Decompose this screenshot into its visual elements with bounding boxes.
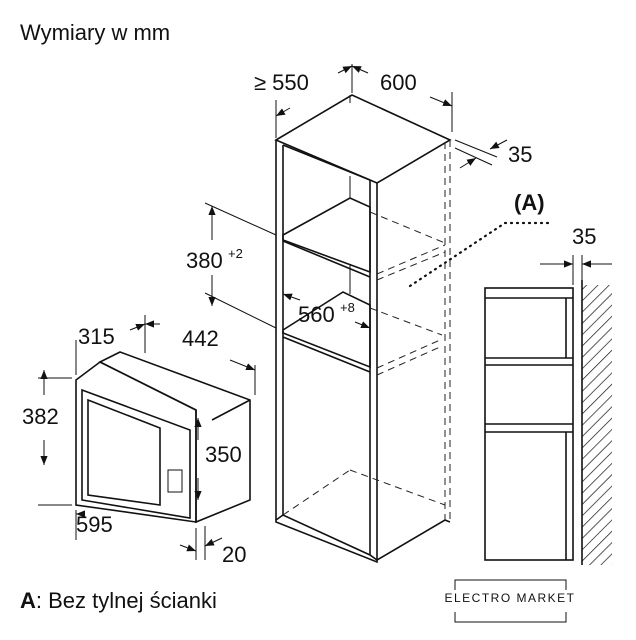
appliance-depth-label: 315 — [78, 324, 115, 349]
cabinet-depth-label: ≥ 550 — [254, 70, 309, 95]
legend-key: A — [20, 588, 36, 613]
niche-height-label: 380 — [186, 248, 223, 273]
niche-width-tolerance: +8 — [340, 300, 355, 315]
microwave — [75, 351, 251, 524]
logo-text: ELECTRO MARKET — [444, 591, 575, 605]
note-marker-a: (A) — [514, 190, 545, 215]
appliance-height-label: 382 — [22, 404, 59, 429]
niche-height-tolerance: +2 — [228, 246, 243, 261]
side-gap-label: 35 — [572, 224, 596, 249]
cabinet-width-label: 600 — [380, 70, 417, 95]
appliance-body-width-label: 442 — [182, 326, 219, 351]
legend: A: Bez tylnej ścianki — [20, 588, 217, 613]
appliance-body-height-label: 350 — [205, 442, 242, 467]
rear-gap-label: 35 — [508, 142, 532, 167]
microwave-dimensions — [38, 315, 256, 560]
appliance-width-label: 595 — [76, 512, 113, 537]
cabinet-dimensions — [204, 64, 554, 329]
electro-market-logo: ELECTRO MARKET — [444, 579, 575, 623]
frame-depth-label: 20 — [222, 542, 246, 567]
page-title: Wymiary w mm — [20, 20, 170, 45]
legend-text: : Bez tylnej ścianki — [36, 588, 217, 613]
side-view — [484, 255, 612, 565]
niche-width-label: 560 — [298, 302, 335, 327]
tall-cabinet — [274, 94, 452, 564]
